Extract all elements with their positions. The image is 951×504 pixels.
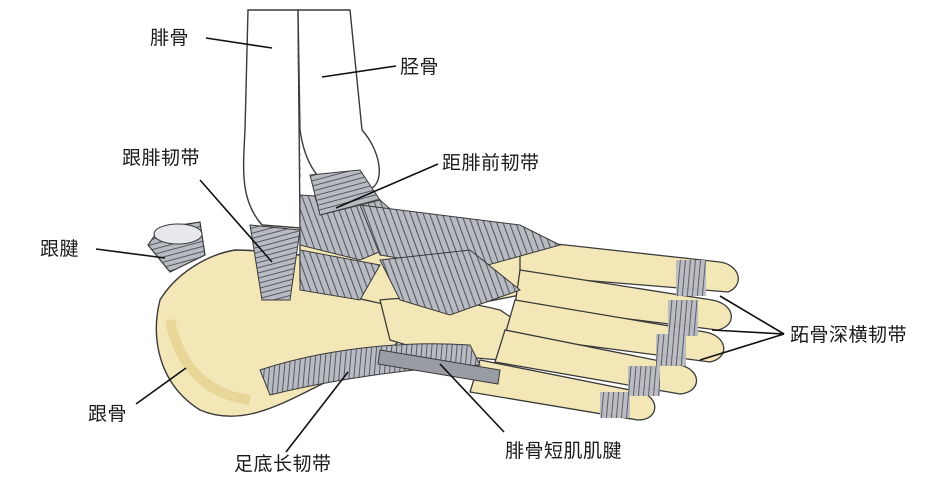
leg-bones <box>242 9 380 229</box>
leader-achilles <box>95 248 166 259</box>
leader-anterior-talofibular <box>335 163 439 209</box>
label-long-plantar-ligament: 足底长韧带 <box>234 453 332 475</box>
label-achilles-tendon: 跟腱 <box>40 238 80 260</box>
achilles-tendon-shape <box>147 221 206 273</box>
label-calcaneus: 跟骨 <box>88 403 128 425</box>
ankle-ligaments <box>249 169 562 316</box>
leader-transverse-1 <box>719 295 785 335</box>
leader-long-plantar <box>285 371 349 453</box>
leader-transverse-3 <box>699 333 785 361</box>
transverse-ligament-bands <box>600 260 706 418</box>
label-anterior-talofibular-ligament: 距腓前韧带 <box>442 152 540 174</box>
leader-calcaneus <box>135 367 187 405</box>
label-fibula: 腓骨 <box>150 27 190 49</box>
label-tibia: 胫骨 <box>400 56 440 78</box>
leader-peroneus-brevis <box>439 363 505 433</box>
leader-fibula <box>205 37 273 49</box>
leader-tibia <box>321 65 397 78</box>
leader-calcaneofibular <box>199 179 273 263</box>
label-calcaneofibular-ligament: 跟腓韧带 <box>122 147 201 169</box>
label-deep-transverse-metatarsal-ligament: 跖骨深横韧带 <box>790 324 908 346</box>
plantar-structures <box>259 343 501 396</box>
leader-lines <box>95 37 785 453</box>
label-peroneus-brevis-tendon: 腓骨短肌肌腱 <box>505 440 623 462</box>
leader-transverse-2 <box>711 329 785 335</box>
